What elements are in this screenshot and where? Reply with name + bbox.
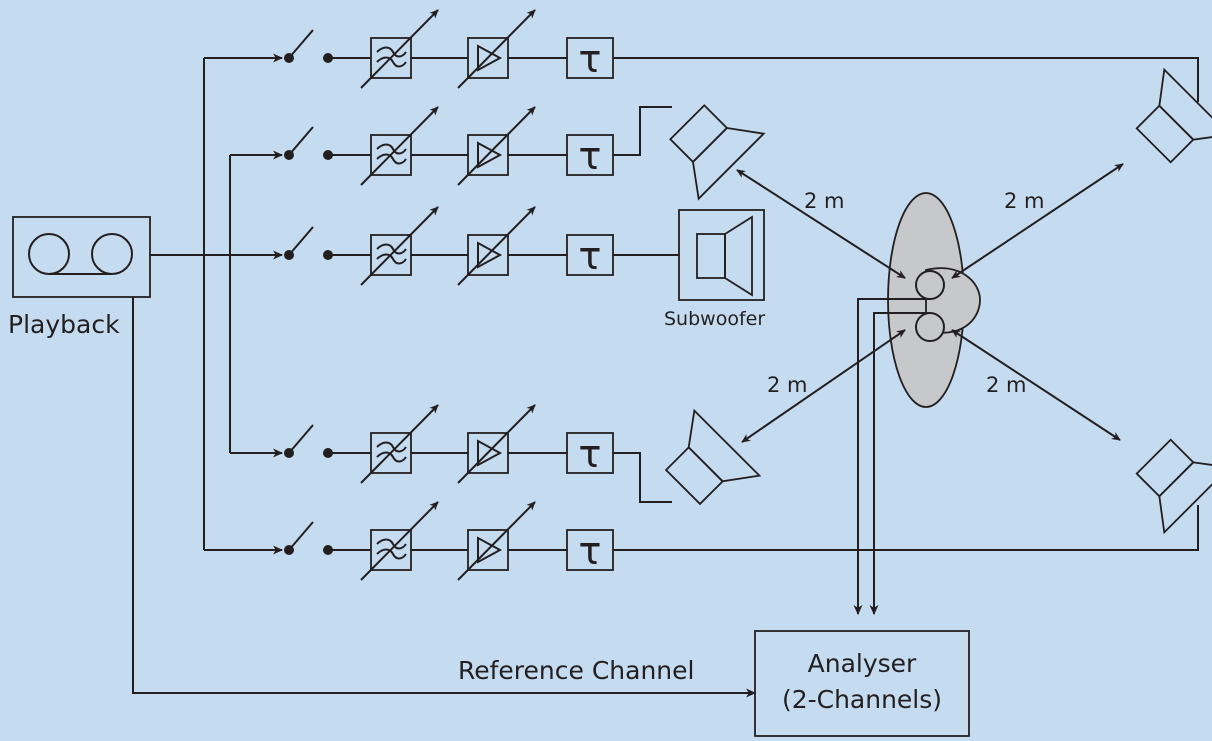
reference-channel-label: Reference Channel (458, 656, 694, 685)
adjust-arrow (360, 9, 439, 89)
distance-label-front-right: 2 m (986, 373, 1027, 397)
amplifier-symbol (477, 439, 503, 467)
adjust-arrow (360, 404, 439, 484)
analyser-label-line2: (2-Channels) (782, 685, 942, 714)
switch-blade (288, 424, 314, 454)
mic-left (915, 270, 945, 300)
filter-symbol (376, 451, 407, 463)
distance-label-rear-left: 2 m (767, 373, 808, 397)
adjust-arrow (457, 501, 536, 581)
filter-symbol (376, 153, 407, 165)
mic-right (915, 312, 945, 342)
delay-symbol: τ (579, 234, 602, 278)
speaker-rear-left (664, 408, 762, 506)
analyser-label-line1: Analyser (808, 649, 917, 678)
adjust-arrow (457, 9, 536, 89)
switch-blade (288, 126, 314, 156)
filter-symbol (376, 243, 407, 255)
filter-symbol (376, 143, 407, 155)
wire-ch4 (613, 452, 672, 503)
adjust-arrow (360, 501, 439, 581)
speaker-rear-right (1135, 67, 1212, 164)
wire-ch5 (613, 505, 1199, 551)
delay-symbol: τ (579, 529, 602, 573)
analyser-box (754, 630, 970, 737)
distance-arrows (736, 163, 1124, 443)
switch-blade (288, 29, 314, 59)
amplifier-symbol (477, 241, 503, 269)
delay-symbol: τ (579, 37, 602, 81)
adjust-arrow (360, 106, 439, 186)
speaker-front-left (669, 104, 766, 201)
channel-4: τ (230, 404, 614, 484)
wire-ch1 (613, 57, 1199, 102)
distribution-lines (150, 58, 260, 550)
filter-symbol (376, 538, 407, 550)
adjust-arrow (360, 206, 439, 286)
subwoofer (678, 209, 765, 301)
amplifier-symbol (477, 141, 503, 169)
channel-2: τ (230, 106, 614, 186)
playback-device (12, 216, 151, 298)
switch-blade (288, 226, 314, 256)
playback-label: Playback (8, 310, 120, 339)
filter-symbol (376, 56, 407, 68)
speaker-front-right (1135, 438, 1212, 535)
adjust-arrow (457, 404, 536, 484)
delay-symbol: τ (579, 134, 602, 178)
adjust-arrow (457, 206, 536, 286)
reference-channel-line (132, 297, 756, 698)
filter-symbol (376, 253, 407, 265)
distance-label-rear-right: 2 m (1004, 189, 1045, 213)
channel-5: τ (204, 501, 614, 581)
channel-1: τ (204, 9, 614, 89)
delay-symbol: τ (579, 432, 602, 476)
filter-symbol (376, 46, 407, 58)
wire-ch2 (613, 106, 672, 156)
mic-cables (853, 298, 930, 615)
switch-blade (288, 521, 314, 551)
amplifier-symbol (477, 536, 503, 564)
filter-symbol (376, 548, 407, 560)
channel-3: τ (260, 206, 614, 286)
amplifier-symbol (477, 44, 503, 72)
distance-label-front-left: 2 m (804, 189, 845, 213)
adjust-arrow (457, 106, 536, 186)
filter-symbol (376, 441, 407, 453)
subwoofer-label: Subwoofer (664, 308, 765, 330)
channel-chains: τ τ τ τ τ (204, 9, 614, 581)
